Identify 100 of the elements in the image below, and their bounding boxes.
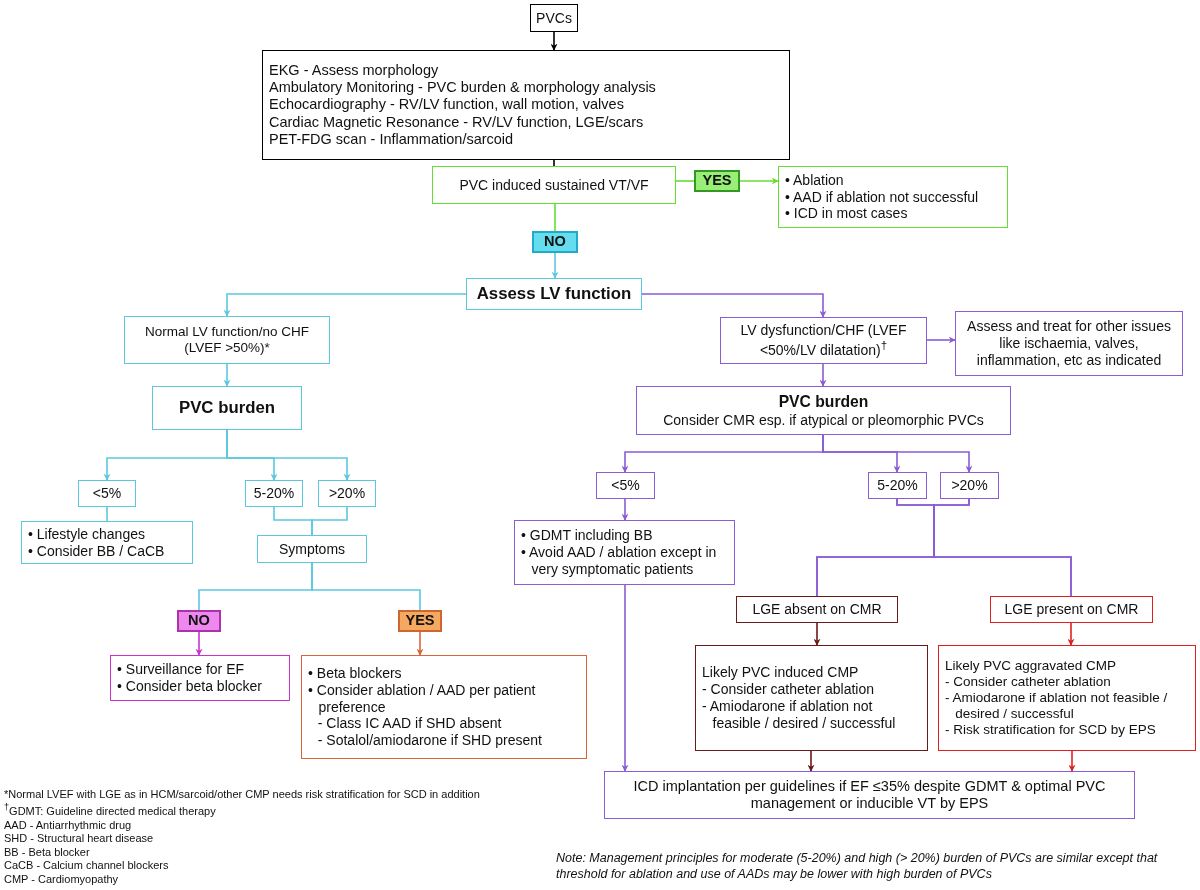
- node-text: - Consider catheter ablation: [945, 673, 1112, 690]
- connector-line: [106, 506, 108, 522]
- condition-box: [736, 596, 898, 623]
- answer-tag: [177, 610, 221, 632]
- arrow: [807, 750, 815, 772]
- node-text: EKG - Assess morphology: [269, 61, 440, 79]
- node-heading: Assess LV function: [476, 283, 632, 305]
- arrow: [813, 622, 821, 646]
- process-box: [262, 50, 790, 160]
- footnote: $^{†}$GDMT: Guideline directed medical therapy: [4, 801, 217, 819]
- process-box: [778, 166, 1008, 228]
- node-text: - Amiodarone if ablation not feasible / desired / successful: [945, 689, 1169, 723]
- process-box: [466, 278, 642, 310]
- process-box: [955, 311, 1183, 376]
- arrow: [621, 584, 629, 772]
- node-text: Symptoms: [278, 540, 346, 558]
- node-text: <5%: [611, 477, 640, 494]
- node-text: PVC induced sustained VT/VF: [459, 176, 649, 194]
- footnote: CMP - Cardiomyopathy: [4, 872, 120, 887]
- arrow: [1068, 750, 1076, 772]
- node-text: Assess and treat for other issues like ischaemia, valves, inflammation, etc as indicated: [966, 318, 1172, 369]
- node-text: 5-20%: [877, 477, 918, 494]
- node-text: LGE present on CMR: [1004, 601, 1139, 618]
- node-text: • Consider ablation / AAD per patient preference: [308, 681, 537, 716]
- node-text: - Amiodarone if ablation not feasible / desired / successful: [702, 698, 897, 732]
- node-text: • Surveillance for EF: [117, 661, 246, 678]
- range-box: [868, 472, 927, 499]
- footnote: CaCB - Calcium channel blockers: [4, 859, 170, 873]
- process-box: [720, 317, 927, 364]
- arrow: [416, 631, 424, 656]
- node-text: LV dysfunction/CHF (LVEF <50%/LV dilatation)$^{†}$: [739, 321, 908, 360]
- node-text: • Consider beta blocker: [117, 678, 263, 695]
- process-box: [514, 520, 735, 585]
- decision-box: [432, 166, 676, 204]
- node-text: Consider CMR esp. if atypical or pleomorphic PVCs: [663, 411, 984, 429]
- node-text: - Risk stratification for SCD by EPS: [945, 722, 1157, 739]
- arrow: [621, 498, 629, 521]
- node-heading: NO: [188, 612, 210, 630]
- process-box: [257, 535, 367, 563]
- process-box: [636, 386, 1011, 435]
- connector-line: [311, 506, 348, 536]
- node-text: - Class IC AAD if SHD absent: [317, 715, 503, 733]
- node-text: Echocardiography - RV/LV function, wall motion, valves: [269, 96, 625, 114]
- start-box: [530, 4, 578, 32]
- node-text: • Consider BB / CaCB: [28, 542, 166, 560]
- connector-line: [554, 203, 556, 232]
- node-text: Cardiac Magnetic Resonance - RV/LV function, LGE/scars: [269, 113, 645, 132]
- footnote: BB - Beta blocker: [4, 845, 91, 860]
- node-text: Normal LV function/no CHF (LVEF >50%)*: [143, 323, 311, 357]
- node-text: • AAD if ablation not successful: [785, 188, 980, 206]
- arrow: [550, 31, 558, 51]
- connector-line: [675, 180, 695, 182]
- range-box: [596, 472, 655, 499]
- node-heading: YES: [405, 612, 435, 630]
- process-box: [21, 521, 193, 564]
- arrow: [926, 336, 956, 344]
- node-text: - Sotalol/amiodarone if SHD present: [317, 732, 543, 749]
- process-box: [301, 655, 587, 759]
- answer-tag: [398, 610, 442, 632]
- range-box: [78, 480, 136, 507]
- range-box: [318, 480, 376, 507]
- node-text: 5-20%: [253, 485, 295, 502]
- footnote: SHD - Structural heart disease: [4, 832, 155, 846]
- process-box: [604, 771, 1135, 819]
- node-text: <5%: [92, 485, 122, 502]
- node-text: PVCs: [536, 9, 572, 27]
- footnote: *Normal LVEF with LGE as in HCM/sarcoid/other CMP needs risk stratification for SCD in addition: [4, 788, 480, 802]
- node-text: Ambulatory Monitoring - PVC burden & morphology analysis: [269, 78, 657, 97]
- answer-tag: [532, 231, 578, 253]
- node-text: >20%: [328, 485, 366, 502]
- arrow: [195, 631, 203, 656]
- node-text: LGE absent on CMR: [752, 601, 882, 618]
- arrow: [641, 293, 827, 318]
- process-box: [124, 316, 330, 364]
- node-heading: PVC burden: [178, 397, 275, 419]
- connector-line: [311, 562, 421, 611]
- node-text: • Avoid AAD / ablation except in very symptomatic patients: [521, 544, 718, 578]
- node-text: • Beta blockers: [308, 665, 403, 682]
- condition-box: [990, 596, 1153, 623]
- note-text: Note: Management principles for moderate (5-20%) and high (> 20%) burden of PVCs are similar except that threshold for ablation and use of AADs may be lower with high burden of PVCs: [556, 850, 1159, 882]
- node-text: Likely PVC induced CMP: [702, 664, 860, 682]
- arrow: [223, 293, 467, 317]
- node-text: PET-FDG scan - Inflammation/sarcoid: [269, 131, 515, 149]
- arrow: [226, 429, 351, 481]
- node-heading: NO: [544, 233, 566, 251]
- arrow: [1067, 622, 1075, 646]
- node-heading: YES: [702, 172, 732, 190]
- node-heading: PVC burden: [778, 392, 869, 412]
- connector-line: [553, 159, 555, 167]
- node-text: • Lifestyle changes: [28, 525, 146, 543]
- answer-tag: [694, 170, 740, 192]
- range-box: [940, 472, 999, 499]
- node-text: - Consider catheter ablation: [702, 681, 875, 698]
- arrow: [819, 363, 827, 387]
- range-box: [245, 480, 303, 507]
- arrow: [822, 434, 973, 473]
- process-box: [938, 645, 1196, 751]
- node-text: ICD implantation per guidelines if EF ≤35% despite GDMT & optimal PVC management or inducible VT by EPS: [632, 777, 1107, 813]
- arrow: [223, 363, 231, 387]
- arrow: [739, 177, 779, 185]
